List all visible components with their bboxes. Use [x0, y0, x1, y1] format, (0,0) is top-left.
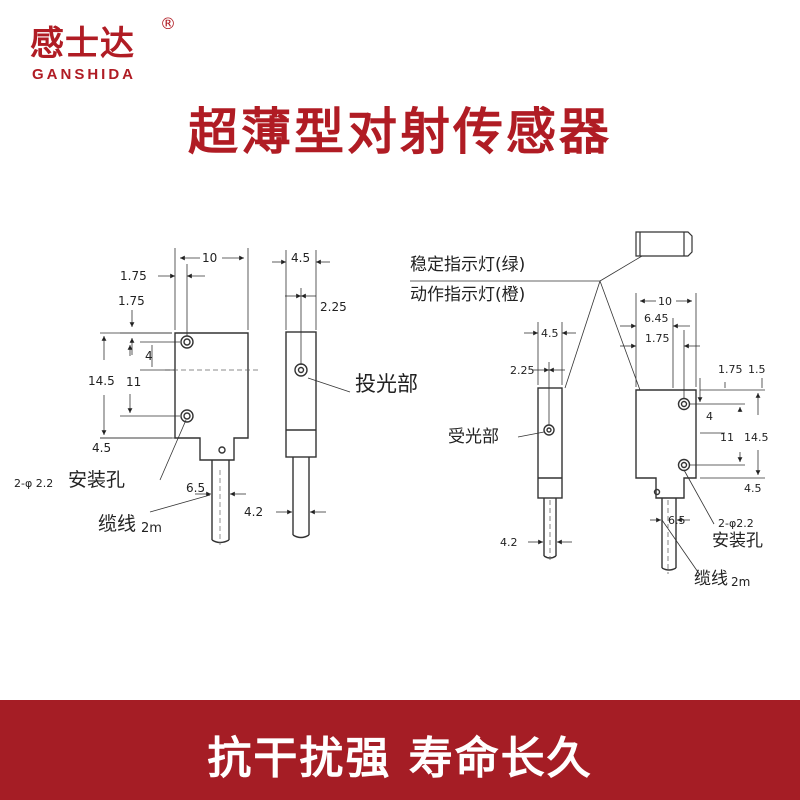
left-dim-1.75a: 1.75	[120, 269, 147, 283]
right-side-dim-width: 4.5	[541, 327, 559, 340]
footer-slogan: 抗干扰强 寿命长久	[207, 733, 593, 784]
left-front-centerlines	[165, 369, 258, 545]
left-dim-14.5: 14.5	[88, 374, 115, 388]
right-dim-6.5: 6.5	[668, 514, 686, 527]
right-label-cable-len: 2m	[731, 575, 750, 589]
right-dim-1.75a: 1.75	[645, 332, 670, 345]
right-label-mount-hole: 安装孔	[712, 531, 763, 551]
right-dim-14.5: 14.5	[744, 431, 769, 444]
left-side-dim-lines	[272, 250, 351, 515]
sensor-dimension-diagram: 10 1.75 1.75 4 14.5 11 4.5 2-φ 2.2 安装孔 6…	[14, 231, 769, 589]
right-dim-width: 10	[658, 295, 672, 308]
left-label-emitter: 投光部	[355, 372, 418, 396]
left-side-dim-width: 4.5	[291, 251, 310, 265]
label-action-led: 动作指示灯(橙)	[410, 285, 525, 305]
brand-name-cn: 感士达	[30, 24, 135, 64]
right-dim-11: 11	[720, 431, 734, 444]
left-dim-hole: 2-φ 2.2	[14, 477, 53, 490]
left-dim-4: 4	[145, 349, 153, 363]
left-label-mount-hole: 安装孔	[68, 469, 125, 491]
left-dim-width: 10	[202, 251, 217, 265]
right-dim-hole: 2-φ2.2	[718, 517, 754, 530]
led-leader-lines	[410, 255, 643, 391]
right-dim-4: 4	[706, 410, 713, 423]
label-receiver: 受光部	[448, 427, 499, 447]
right-dim-1.5: 1.5	[748, 363, 766, 376]
right-dim-1.75b: 1.75	[718, 363, 743, 376]
right-label-cable: 缆线	[694, 569, 728, 589]
led-indicator-block	[635, 231, 693, 257]
left-dim-6.5: 6.5	[186, 481, 205, 495]
left-dim-4.5: 4.5	[92, 441, 111, 455]
brand-name-en: GANSHIDA	[32, 66, 137, 83]
left-label-cable-len: 2m	[141, 521, 162, 536]
label-stable-led: 稳定指示灯(绿)	[410, 255, 525, 275]
left-label-cable: 缆线	[98, 513, 136, 535]
right-dim-6.45: 6.45	[644, 312, 669, 325]
right-side-dim-cable: 4.2	[500, 536, 518, 549]
right-front-dim-lines	[620, 293, 765, 576]
right-side-dim-lines	[517, 322, 576, 560]
left-front-view	[174, 332, 249, 544]
registered-mark: ®	[160, 14, 176, 33]
left-dim-1.75b: 1.75	[118, 294, 145, 308]
right-dim-4.5: 4.5	[744, 482, 762, 495]
left-side-dim-cable: 4.2	[244, 505, 263, 519]
page-title: 超薄型对射传感器	[188, 103, 612, 161]
left-dim-11: 11	[126, 375, 141, 389]
footer-banner: 抗干扰强 寿命长久	[0, 700, 800, 800]
right-front-view	[635, 389, 697, 571]
left-front-dim-lines	[100, 248, 249, 513]
right-side-dim-2.25: 2.25	[510, 364, 535, 377]
left-side-dim-2.25: 2.25	[320, 300, 347, 314]
